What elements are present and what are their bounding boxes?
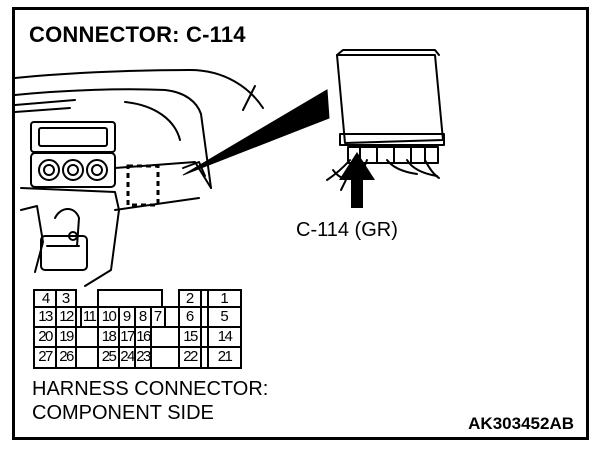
caption-line-1: HARNESS CONNECTOR: [32, 378, 269, 400]
pin-14: 14 [217, 328, 233, 345]
pin-19: 19 [59, 328, 74, 345]
pin-20: 20 [38, 328, 53, 345]
pin-25: 25 [101, 348, 117, 365]
pin-1: 1 [220, 290, 229, 307]
pin-27: 27 [38, 348, 53, 365]
pin-11: 11 [82, 308, 97, 325]
pin-5: 5 [220, 308, 229, 325]
diagram-frame: CONNECTOR: C-114 [12, 7, 589, 440]
pin-4: 4 [41, 290, 51, 307]
pin-15: 15 [183, 328, 198, 345]
pin-2: 2 [185, 290, 195, 307]
dashboard-illustration [15, 49, 445, 287]
connector-callout-label: C-114 (GR) [296, 219, 398, 241]
pin-16: 16 [136, 328, 151, 345]
pin-12: 12 [59, 308, 74, 325]
pin-26: 26 [59, 348, 74, 365]
connector-pinout-outline [33, 289, 242, 369]
pin-6: 6 [185, 308, 195, 325]
pin-10: 10 [101, 308, 117, 325]
pin-13: 13 [38, 308, 53, 325]
pin-18: 18 [101, 328, 117, 345]
pin-23: 23 [136, 348, 151, 365]
diagram-title: CONNECTOR: C-114 [29, 22, 246, 47]
pin-7: 7 [153, 308, 163, 325]
pin-21: 21 [217, 348, 233, 365]
pin-22: 22 [183, 348, 198, 365]
pin-3: 3 [61, 290, 71, 307]
pin-9: 9 [122, 308, 132, 325]
pin-17: 17 [120, 328, 135, 345]
caption-line-2: COMPONENT SIDE [32, 402, 214, 424]
connector-caption: HARNESS CONNECTOR: COMPONENT SIDE [32, 377, 268, 425]
figure-code: AK303452AB [468, 414, 574, 433]
pin-24: 24 [120, 348, 135, 365]
pin-8: 8 [138, 308, 148, 325]
